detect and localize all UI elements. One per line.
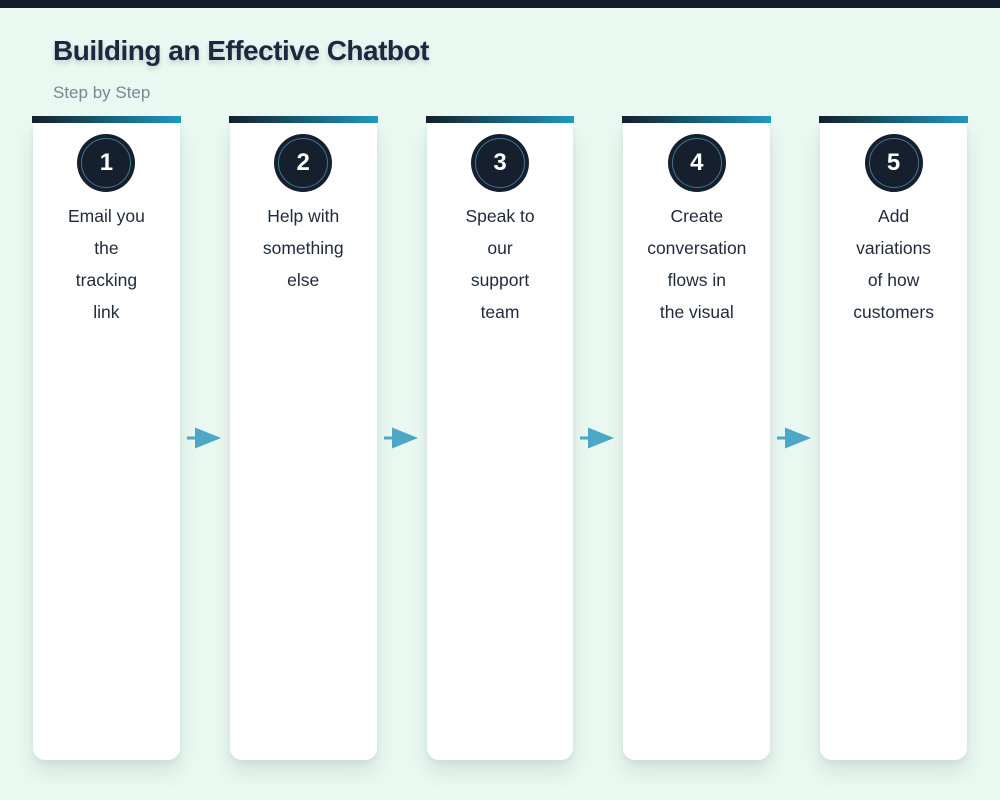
step-card-1: 1 Email you the tracking link	[32, 116, 181, 760]
page-title: Building an Effective Chatbot	[53, 35, 429, 66]
step-text: Add variations of how customers	[853, 206, 934, 322]
card-accent-bar	[425, 116, 575, 123]
step-number-badge: 2	[274, 134, 333, 192]
card-body: 1 Email you the tracking link	[33, 123, 180, 760]
steps-row: 1 Email you the tracking link 2 Help wit…	[32, 116, 969, 760]
arrow-gap	[180, 116, 230, 760]
step-text: Help with something else	[262, 206, 344, 290]
step-number: 1	[99, 149, 114, 176]
right-arrow-icon	[777, 426, 813, 450]
card-accent-bar	[622, 116, 772, 123]
step-card-4: 4 Create conversation flows in the visua…	[622, 116, 772, 760]
step-number-badge: 3	[471, 134, 530, 192]
step-number: 2	[296, 149, 310, 176]
right-arrow-icon	[580, 426, 616, 450]
right-arrow-icon	[383, 426, 420, 450]
card-body: 3 Speak to our support team	[426, 123, 574, 760]
step-card-2: 2 Help with something else	[228, 116, 378, 760]
arrow-gap	[573, 116, 623, 760]
step-number: 4	[690, 149, 704, 176]
card-accent-bar	[32, 116, 181, 123]
step-number-badge: 4	[667, 134, 726, 192]
step-card-5: 5 Add variations of how customers	[819, 116, 969, 760]
step-text: Email you the tracking link	[68, 206, 145, 322]
card-accent-bar	[228, 116, 378, 123]
step-text: Speak to our support team	[465, 206, 535, 322]
card-accent-bar	[819, 116, 969, 123]
step-number: 5	[886, 149, 901, 176]
step-number: 3	[493, 149, 507, 176]
card-body: 4 Create conversation flows in the visua…	[623, 123, 771, 760]
arrow-gap	[377, 116, 427, 760]
header: Building an Effective Chatbot Step by St…	[0, 8, 1000, 104]
top-accent-bar	[0, 0, 1000, 8]
right-arrow-icon	[186, 426, 223, 450]
card-body: 2 Help with something else	[229, 123, 377, 760]
page-subtitle: Step by Step	[53, 83, 151, 102]
arrow-gap	[770, 116, 820, 760]
step-card-3: 3 Speak to our support team	[425, 116, 575, 760]
step-number-badge: 5	[864, 134, 923, 192]
step-number-badge: 1	[77, 134, 136, 192]
card-body: 5 Add variations of how customers	[820, 123, 968, 760]
step-text: Create conversation flows in the visual	[647, 206, 747, 322]
